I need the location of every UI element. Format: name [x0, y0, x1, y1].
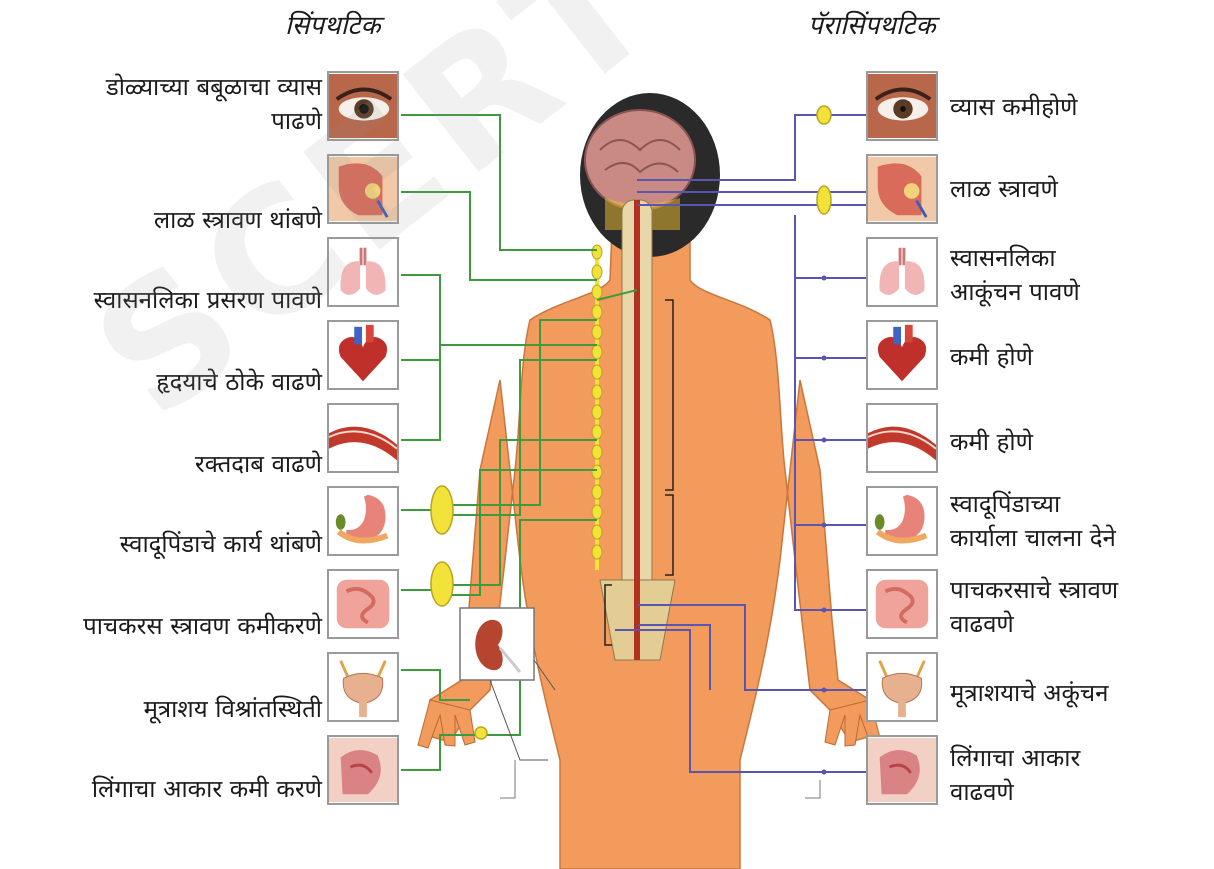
- para-stomach-thumbnail: [866, 486, 938, 556]
- sym-effect-vessel: रक्तदाब वाढणे: [195, 447, 322, 481]
- para-effect-heart: कमी होणे: [950, 340, 1033, 374]
- sym-intestine-thumbnail: [327, 569, 399, 639]
- human-body-back: [418, 93, 882, 869]
- sym-effect-heart: हृदयाचे ठोके वाढणे: [156, 365, 322, 399]
- parasympathetic-ganglia: [817, 106, 831, 214]
- para-effect-intestine: पाचकरसाचे स्त्रावण वाढवणे: [950, 573, 1118, 641]
- sym-effect-bladder: मूत्राशय विश्रांतस्थिती: [144, 692, 322, 726]
- para-effect-bladder: मूत्राशयाचे अकूंचन: [950, 676, 1108, 710]
- sym-effect-lungs: स्वासनलिका प्रसरण पावणे: [94, 283, 322, 317]
- sym-stomach-thumbnail: [327, 486, 399, 556]
- para-intestine-thumbnail: [866, 569, 938, 639]
- para-genital-thumbnail: [866, 735, 938, 805]
- sym-eye-thumbnail: [327, 71, 399, 141]
- para-bladder-thumbnail: [866, 652, 938, 722]
- sym-effect-stomach: स्वादूपिंडाचे कार्य थांबणे: [120, 527, 322, 561]
- para-eye-thumbnail: [866, 71, 938, 141]
- sym-effect-eye: डोळ्याच्या बबूळाचा व्यास पाढणे: [106, 70, 322, 138]
- para-effect-genital: लिंगाचा आकार वाढवणे: [950, 741, 1080, 809]
- para-salivary-thumbnail: [866, 154, 938, 224]
- sym-lungs-thumbnail: [327, 237, 399, 307]
- sym-genital-thumbnail: [327, 735, 399, 805]
- para-effect-eye: व्यास कमीहोणे: [950, 90, 1078, 124]
- para-effect-stomach: स्वादूपिंडाच्या कार्याला चालना देने: [950, 487, 1116, 555]
- sym-effect-genital: लिंगाचा आकार कमी करणे: [92, 772, 322, 806]
- para-effect-salivary: लाळ स्त्रावणे: [950, 172, 1058, 206]
- sym-bladder-thumbnail: [327, 652, 399, 722]
- sym-salivary-thumbnail: [327, 154, 399, 224]
- sym-effect-intestine: पाचकरस स्त्रावण कमीकरणे: [83, 609, 322, 643]
- sym-effect-salivary: लाळ स्त्रावण थांबणे: [154, 203, 322, 237]
- para-effect-lungs: स्वासनलिका आकूंचन पावणे: [950, 241, 1080, 309]
- para-lungs-thumbnail: [866, 237, 938, 307]
- para-vessel-thumbnail: [866, 403, 938, 473]
- sym-vessel-thumbnail: [327, 403, 399, 473]
- para-effect-vessel: कमी होणे: [950, 425, 1033, 459]
- sym-heart-thumbnail: [327, 320, 399, 390]
- para-heart-thumbnail: [866, 320, 938, 390]
